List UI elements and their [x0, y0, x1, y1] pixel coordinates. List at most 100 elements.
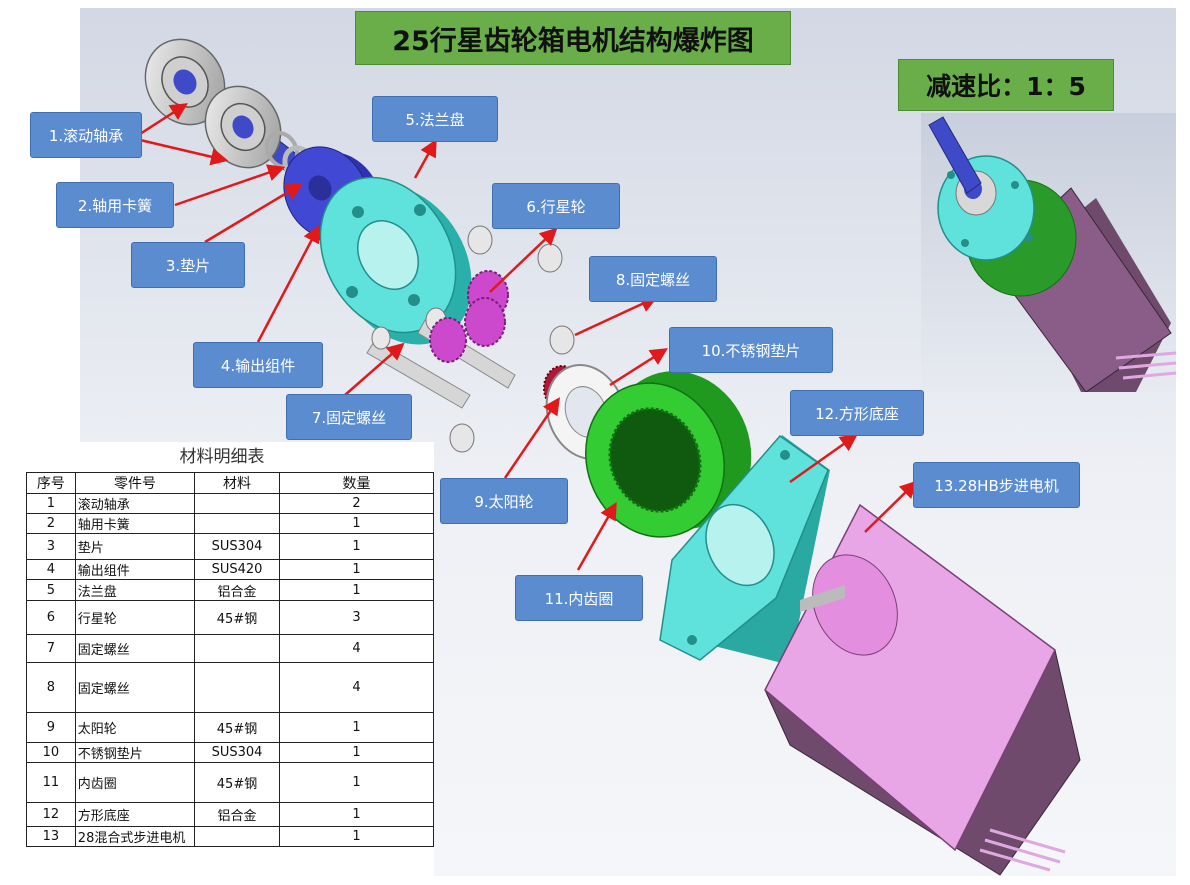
bom-cell-material: [194, 634, 280, 663]
bom-cell-name: 法兰盘: [74, 579, 196, 601]
callout-arrows: [139, 103, 918, 571]
table-row: 7 固定螺丝 4: [26, 634, 435, 663]
bom-cell-name: 滚动轴承: [74, 493, 196, 514]
rolling-bearing-2: [204, 85, 282, 169]
bom-cell-no: 1: [26, 493, 76, 514]
bom-cell-name: 不锈钢垫片: [74, 742, 196, 763]
bom-cell-material: 铝合金: [194, 579, 280, 601]
bom-cell-material: [194, 513, 280, 534]
bom-cell-qty: 1: [278, 826, 435, 847]
callout-square-base: 12.方形底座: [790, 390, 924, 436]
bom-cell-no: 11: [26, 762, 76, 803]
bom-cell-name: 输出组件: [74, 559, 196, 580]
bom-cell-no: 3: [26, 533, 76, 560]
bom-cell-qty: 1: [278, 762, 435, 803]
bom-cell-material: 铝合金: [194, 802, 280, 827]
callout-stepper-motor: 13.28HB步进电机: [913, 462, 1080, 508]
bom-header-part: 零件号: [74, 472, 196, 494]
rolling-bearing-1: [144, 38, 226, 126]
assembled-motor-drawing: [928, 116, 1176, 392]
table-row: 11 内齿圈 45#钢 1: [26, 762, 435, 803]
callout-flange: 5.法兰盘: [372, 96, 498, 142]
bom-cell-name: 28混合式步进电机: [74, 826, 196, 847]
motor-wires: [979, 828, 1066, 872]
bom-cell-material: 45#钢: [194, 762, 280, 803]
bom-cell-qty: 1: [278, 533, 435, 560]
callout-sun-gear: 9.太阳轮: [440, 478, 568, 524]
bom-cell-name: 轴用卡簧: [74, 513, 196, 534]
flange-plate: [319, 176, 472, 345]
callout-output-assembly: 4.输出组件: [193, 342, 323, 388]
table-row: 6 行星轮 45#钢 3: [26, 600, 435, 635]
internal-ring-gear: [585, 371, 752, 538]
bom-cell-qty: 1: [278, 559, 435, 580]
bom-header-qty: 数量: [278, 472, 435, 494]
bill-of-materials: 材料明细表 序号 零件号 材料 数量 1 滚动轴承 2 2 轴用卡簧 1: [10, 442, 435, 882]
bom-header-no: 序号: [26, 472, 76, 494]
bom-cell-material: 45#钢: [194, 712, 280, 743]
stepper-motor: [764, 503, 1081, 876]
bom-cell-qty: 4: [278, 662, 435, 713]
bom-cell-name: 行星轮: [74, 600, 196, 635]
bom-cell-qty: 4: [278, 634, 435, 663]
bom-cell-no: 12: [26, 802, 76, 827]
bom-cell-no: 10: [26, 742, 76, 763]
bom-cell-material: [194, 826, 280, 847]
bom-cell-qty: 1: [278, 742, 435, 763]
planetary-gears: [429, 270, 509, 363]
table-row: 9 太阳轮 45#钢 1: [26, 712, 435, 743]
table-row: 12 方形底座 铝合金 1: [26, 802, 435, 827]
bom-cell-qty: 2: [278, 493, 435, 514]
callout-stainless-washer: 10.不锈钢垫片: [669, 327, 833, 373]
bom-cell-qty: 1: [278, 579, 435, 601]
bom-cell-material: [194, 493, 280, 514]
bom-cell-no: 2: [26, 513, 76, 534]
table-row: 3 垫片 SUS304 1: [26, 533, 435, 560]
bom-cell-name: 太阳轮: [74, 712, 196, 743]
bom-cell-no: 7: [26, 634, 76, 663]
bom-cell-name: 固定螺丝: [74, 662, 196, 713]
reduction-ratio-label: 减速比：1：5: [898, 59, 1114, 111]
table-row: 5 法兰盘 铝合金 1: [26, 579, 435, 601]
bom-cell-name: 方形底座: [74, 802, 196, 827]
bom-cell-no: 6: [26, 600, 76, 635]
callout-circlip: 2.轴用卡簧: [56, 182, 174, 228]
bom-cell-material: SUS304: [194, 533, 280, 560]
callout-fixing-screw-7: 7.固定螺丝: [286, 394, 412, 440]
bom-cell-material: 45#钢: [194, 600, 280, 635]
bom-cell-qty: 1: [278, 802, 435, 827]
callout-rolling-bearing: 1.滚动轴承: [30, 112, 142, 158]
bom-cell-no: 9: [26, 712, 76, 743]
bom-table: 序号 零件号 材料 数量 1 滚动轴承 2 2 轴用卡簧 1 3 垫片: [26, 472, 435, 847]
bom-cell-qty: 1: [278, 513, 435, 534]
callout-planet-gear: 6.行星轮: [492, 183, 620, 229]
bom-header-row: 序号 零件号 材料 数量: [26, 472, 435, 494]
bom-cell-no: 5: [26, 579, 76, 601]
callout-fixing-screw-8: 8.固定螺丝: [589, 256, 717, 302]
bom-cell-name: 内齿圈: [74, 762, 196, 803]
table-row: 13 28混合式步进电机 1: [26, 826, 435, 847]
assembled-view-inset: [921, 113, 1176, 392]
bom-cell-material: SUS304: [194, 742, 280, 763]
page-title: 25行星齿轮箱电机结构爆炸图: [355, 11, 791, 65]
bom-cell-no: 4: [26, 559, 76, 580]
table-row: 2 轴用卡簧 1: [26, 513, 435, 534]
table-row: 10 不锈钢垫片 SUS304 1: [26, 742, 435, 763]
bom-cell-no: 13: [26, 826, 76, 847]
table-row: 1 滚动轴承 2: [26, 493, 435, 514]
bom-cell-no: 8: [26, 662, 76, 713]
bom-title: 材料明细表: [179, 447, 265, 467]
table-row: 8 固定螺丝 4: [26, 662, 435, 713]
bom-cell-name: 固定螺丝: [74, 634, 196, 663]
bom-cell-material: [194, 662, 280, 713]
callout-washer: 3.垫片: [131, 242, 245, 288]
bom-cell-material: SUS420: [194, 559, 280, 580]
bom-header-material: 材料: [194, 472, 280, 494]
table-row: 4 输出组件 SUS420 1: [26, 559, 435, 580]
square-base: [659, 434, 830, 665]
bom-cell-qty: 1: [278, 712, 435, 743]
bom-cell-name: 垫片: [74, 533, 196, 560]
callout-ring-gear: 11.内齿圈: [515, 575, 643, 621]
bom-cell-qty: 3: [278, 600, 435, 635]
